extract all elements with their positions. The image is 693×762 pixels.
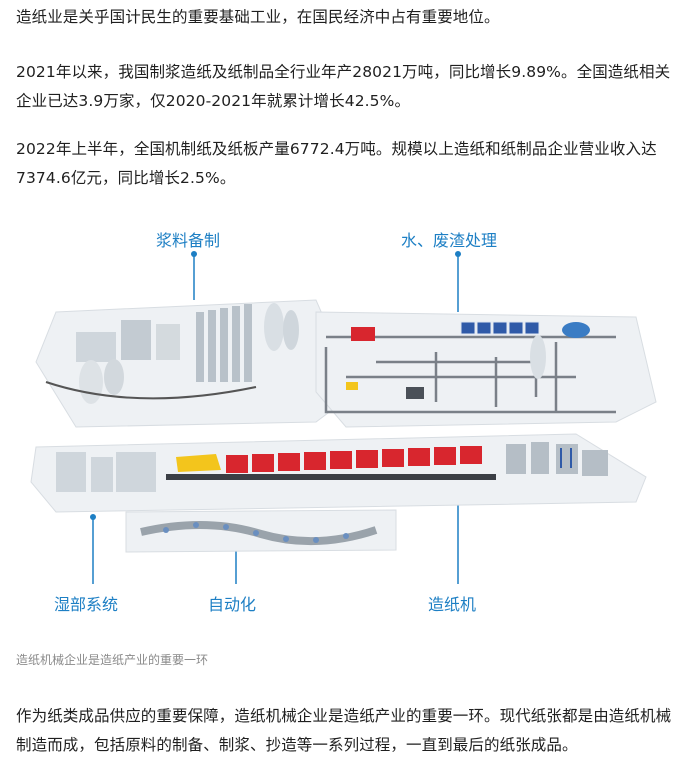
label-automation: 自动化: [208, 595, 256, 614]
label-paper-machine: 造纸机: [428, 595, 476, 614]
figure-caption: 造纸机械企业是造纸产业的重要一环: [16, 653, 209, 667]
paper-machine-area: [30, 433, 647, 513]
label-wet-end-system: 湿部系统: [54, 595, 118, 614]
paper-mill-diagram: 浆料备制 水、废渣处理 湿部系统 自动化 造纸机: [16, 212, 680, 644]
stats-paragraph-2021: 2021年以来，我国制浆造纸及纸制品全行业年产28021万吨，同比增长9.89%…: [16, 63, 671, 110]
press-section: [226, 446, 482, 473]
water-treatment-area: [315, 311, 657, 428]
label-pulp-preparation: 浆料备制: [156, 231, 220, 250]
stats-paragraph-2022: 2022年上半年，全国机制纸及纸板产量6772.4万吨。规模以上造纸和纸制品企业…: [16, 140, 657, 187]
automation-control-room: [125, 509, 397, 553]
conclusion-paragraph: 作为纸类成品供应的重要保障，造纸机械企业是造纸产业的重要一环。现代纸张都是由造纸…: [16, 707, 672, 754]
intro-paragraph: 造纸业是关乎国计民生的重要基础工业，在国民经济中占有重要地位。: [16, 8, 500, 26]
label-water-waste-treatment: 水、废渣处理: [401, 231, 497, 250]
pulp-preparation-area: [35, 299, 357, 428]
